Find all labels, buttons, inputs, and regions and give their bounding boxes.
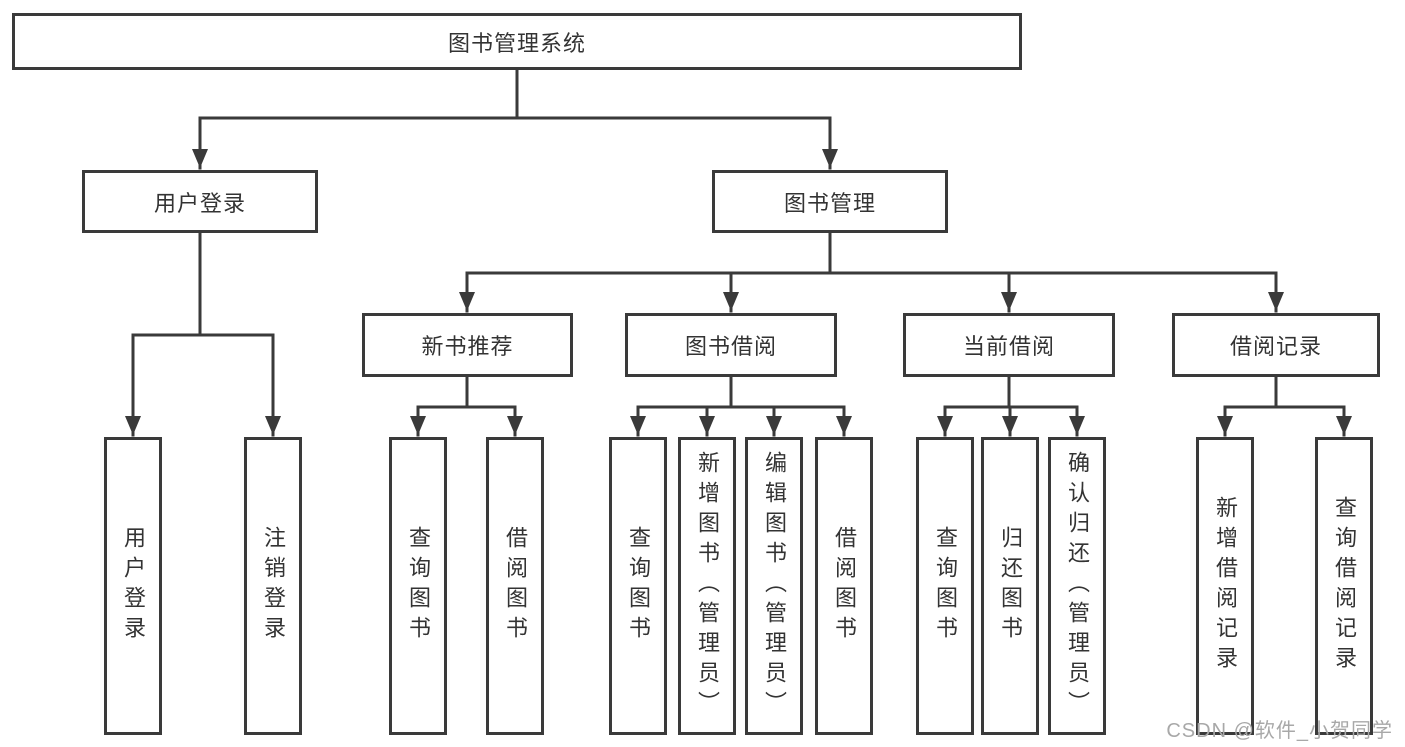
connector-new-book-rec-trunk bbox=[416, 375, 517, 409]
connector-book-mgmt-trunk bbox=[465, 231, 1278, 275]
node-root-system: 图书管理系统 bbox=[12, 13, 1022, 70]
leaf-borrow-books-rec: 借阅图书 bbox=[486, 437, 544, 735]
leaf-edit-books-admin: 编辑图书（管理员） bbox=[745, 437, 803, 735]
leaf-confirm-return-admin: 确认归还（管理员） bbox=[1048, 437, 1106, 735]
leaf-borrow-books: 借阅图书 bbox=[815, 437, 873, 735]
leaf-user-login: 用户登录 bbox=[104, 437, 162, 735]
connector-root-trunk bbox=[198, 68, 832, 120]
leaf-query-books-current: 查询图书 bbox=[916, 437, 974, 735]
leaf-return-books: 归还图书 bbox=[981, 437, 1039, 735]
node-current-borrow: 当前借阅 bbox=[903, 313, 1115, 377]
node-new-book-rec: 新书推荐 bbox=[362, 313, 573, 377]
leaf-logout: 注销登录 bbox=[244, 437, 302, 735]
leaf-query-borrow-record: 查询借阅记录 bbox=[1315, 437, 1373, 735]
connector-current-borrow-trunk bbox=[943, 375, 1079, 409]
node-borrow-records: 借阅记录 bbox=[1172, 313, 1380, 377]
csdn-watermark: CSDN @软件_小贺同学 bbox=[1166, 720, 1393, 742]
connector-borrow-records-trunk bbox=[1223, 375, 1346, 409]
node-book-borrow: 图书借阅 bbox=[625, 313, 837, 377]
leaf-add-borrow-record: 新增借阅记录 bbox=[1196, 437, 1254, 735]
leaf-query-books-borrow: 查询图书 bbox=[609, 437, 667, 735]
node-user-login: 用户登录 bbox=[82, 170, 318, 233]
leaf-query-books-rec: 查询图书 bbox=[389, 437, 447, 735]
connector-user-login-trunk bbox=[131, 231, 275, 337]
leaf-add-books-admin: 新增图书（管理员） bbox=[678, 437, 736, 735]
connector-book-borrow-trunk bbox=[636, 375, 846, 409]
node-book-mgmt: 图书管理 bbox=[712, 170, 948, 233]
